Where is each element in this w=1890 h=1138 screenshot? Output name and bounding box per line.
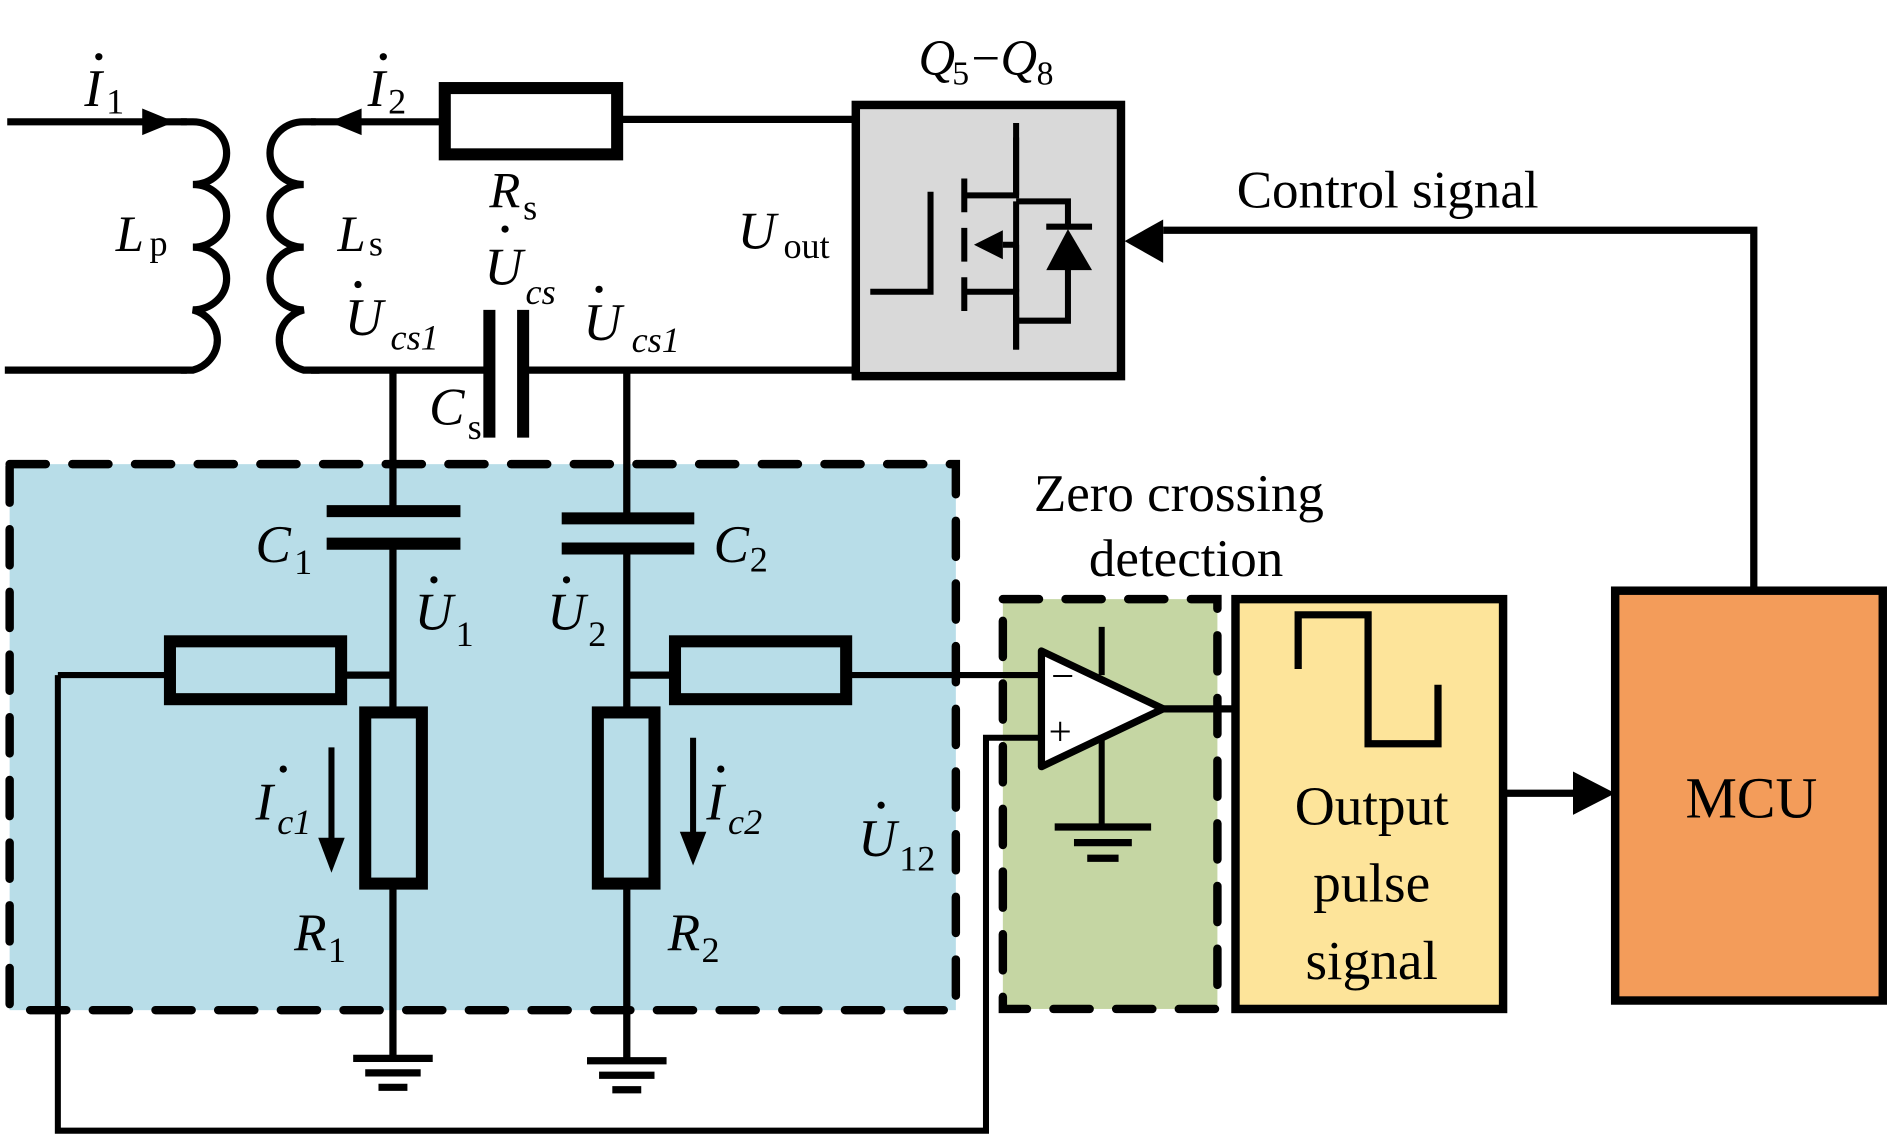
- svg-text:1: 1: [106, 81, 124, 121]
- label-R1: R 1: [293, 904, 346, 970]
- comparator-opamp: [1037, 647, 1167, 771]
- sensing-region-border: [5, 459, 961, 1015]
- label-Ucs1-left: U cs1: [345, 280, 439, 358]
- svg-text:1: 1: [294, 542, 312, 582]
- Ic2-arrow-icon: [679, 831, 707, 866]
- opamp-minus-sign: −: [1051, 653, 1074, 699]
- svg-text:R: R: [293, 904, 326, 962]
- label-pulse-line2: pulse: [1313, 853, 1430, 914]
- mcu-block: [1610, 586, 1887, 1005]
- svg-text:5: 5: [952, 55, 969, 92]
- label-Lp: L p: [115, 206, 168, 264]
- svg-text:C: C: [714, 516, 750, 574]
- svg-text:C: C: [256, 516, 292, 574]
- svg-text:2: 2: [702, 930, 720, 970]
- resistor-R2: [591, 706, 661, 890]
- svg-text:1: 1: [456, 614, 474, 654]
- label-pulse-line1: Output: [1295, 776, 1450, 837]
- label-I2: I 2: [367, 53, 406, 121]
- svg-text:−: −: [972, 30, 1001, 86]
- label-Ic2: I c2: [705, 765, 762, 842]
- control-signal-arrow-icon: [1124, 219, 1164, 263]
- resistor-Rs: [438, 82, 624, 161]
- label-Uout: U out: [738, 202, 830, 266]
- svg-text:s: s: [523, 187, 537, 227]
- svg-text:12: 12: [899, 838, 935, 878]
- label-mcu: MCU: [1685, 765, 1817, 830]
- label-control-signal: Control signal: [1237, 161, 1539, 219]
- svg-text:L: L: [115, 206, 144, 262]
- svg-text:U: U: [345, 289, 387, 347]
- resistor-R1: [359, 706, 428, 890]
- svg-text:U: U: [858, 810, 900, 868]
- label-I1: I 1: [83, 53, 124, 121]
- svg-text:c2: c2: [728, 802, 762, 842]
- svg-text:2: 2: [388, 81, 406, 121]
- pulse-to-mcu-arrow-icon: [1572, 771, 1616, 815]
- label-Ls: L s: [336, 206, 382, 264]
- svg-text:out: out: [783, 226, 829, 266]
- mosfet-icon: [870, 123, 1093, 350]
- I2-arrow-icon: [329, 108, 362, 136]
- control-signal-wire: [1163, 226, 1758, 591]
- label-U12: U 12: [858, 801, 935, 878]
- label-U1: U 1: [415, 576, 474, 654]
- Ic1-arrow-icon: [318, 837, 345, 873]
- label-C1: C 1: [256, 516, 313, 582]
- svg-text:R: R: [667, 904, 700, 962]
- zcd-region: [1002, 599, 1218, 1009]
- square-wave-icon: [1294, 611, 1442, 748]
- opamp-plus-sign: +: [1049, 708, 1072, 754]
- svg-text:2: 2: [750, 539, 768, 579]
- svg-text:cs: cs: [526, 272, 556, 312]
- ground-icon: [587, 1057, 667, 1094]
- label-Rs: R s: [488, 162, 537, 227]
- svg-text:L: L: [336, 206, 365, 262]
- svg-text:c1: c1: [277, 802, 311, 842]
- label-Ucs: U cs: [485, 225, 556, 312]
- svg-text:I: I: [255, 774, 276, 832]
- label-Ic1: I c1: [255, 765, 311, 842]
- label-zcd-line2: detection: [1089, 530, 1283, 588]
- sensing-region: [9, 464, 956, 1011]
- ground-icon: [1054, 823, 1152, 862]
- svg-text:s: s: [468, 407, 482, 447]
- svg-text:1: 1: [328, 930, 346, 970]
- svg-text:U: U: [485, 239, 527, 297]
- label-zcd-line1: Zero crossing: [1034, 465, 1324, 523]
- resistor-right-horizontal: [668, 635, 853, 706]
- svg-text:s: s: [369, 224, 383, 264]
- svg-text:Q: Q: [1000, 30, 1037, 86]
- svg-text:R: R: [488, 162, 520, 218]
- svg-text:Q: Q: [918, 30, 955, 86]
- label-C2: C 2: [714, 516, 768, 580]
- primary-coil-Lp: [180, 118, 231, 374]
- ground-icon: [353, 1054, 433, 1091]
- svg-text:cs1: cs1: [391, 318, 439, 358]
- label-R2: R 2: [667, 904, 720, 970]
- resistor-left-horizontal: [163, 635, 348, 706]
- svg-text:p: p: [149, 224, 167, 264]
- label-U2: U 2: [547, 576, 606, 654]
- svg-text:8: 8: [1037, 55, 1054, 92]
- svg-text:C: C: [429, 378, 465, 436]
- svg-text:U: U: [547, 583, 589, 641]
- I1-arrow-icon: [142, 108, 175, 136]
- svg-text:cs1: cs1: [632, 320, 680, 360]
- svg-text:2: 2: [588, 614, 606, 654]
- zcd-region-border: [998, 594, 1222, 1014]
- label-Cs: C s: [429, 378, 482, 446]
- feedback-loop-wire: [54, 675, 1040, 1134]
- secondary-coil-Ls: [266, 118, 320, 374]
- svg-text:I: I: [83, 60, 104, 118]
- svg-text:U: U: [738, 202, 780, 260]
- label-pulse-line3: signal: [1305, 930, 1437, 991]
- svg-text:I: I: [705, 774, 726, 832]
- label-Ucs1-right: U cs1: [583, 285, 680, 360]
- svg-text:I: I: [367, 60, 388, 118]
- svg-text:U: U: [583, 294, 625, 352]
- label-Q5-Q8: Q 5 − Q 8: [918, 30, 1053, 93]
- svg-text:U: U: [415, 583, 457, 641]
